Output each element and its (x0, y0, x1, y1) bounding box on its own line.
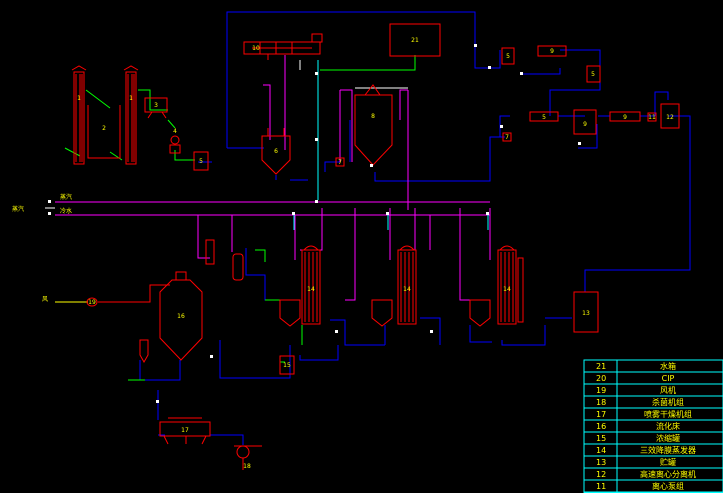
unit-5d (529, 111, 559, 122)
unit-5c (586, 65, 601, 83)
label-8: 8 (371, 113, 375, 120)
label-7a: 7 (338, 159, 342, 166)
fluid-bed-17 (159, 417, 211, 445)
preheater-b (232, 253, 244, 281)
label-line-b: 冷水 (60, 207, 72, 215)
line-labels: 蒸汽 蒸汽 冷水 风 (12, 193, 72, 303)
equipment-numbers: 1 1 2 3 4 5 6 7 7 8 10 21 5 9 5 5 9 9 11… (77, 37, 674, 470)
legend-row-number: 17 (596, 410, 606, 419)
legend-row-name: 风机 (660, 385, 676, 395)
legend-row-number: 12 (596, 470, 606, 479)
legend-row-number: 11 (596, 482, 606, 491)
label-6: 6 (274, 148, 278, 155)
label-3: 3 (154, 102, 158, 109)
label-9c: 9 (623, 114, 627, 121)
evaporator-14b (371, 245, 417, 327)
label-steam-in: 蒸汽 (12, 205, 24, 213)
feeder-3 (144, 97, 168, 119)
mixer-10 (243, 33, 323, 60)
label-17: 17 (181, 427, 189, 434)
concentrate-tank-15 (279, 355, 295, 375)
product-pipelines (64, 55, 489, 381)
tank-5 (193, 151, 209, 171)
pump-7b (502, 132, 512, 142)
label-10: 10 (252, 45, 260, 52)
legend-row-number: 16 (596, 422, 606, 431)
label-2: 2 (102, 125, 106, 132)
unit-9b (573, 109, 597, 135)
legend-row-number: 13 (596, 458, 606, 467)
label-16: 16 (177, 313, 185, 320)
label-air: 风 (42, 296, 48, 303)
steam-pipelines (55, 55, 491, 301)
valves (48, 44, 581, 403)
label-5: 5 (199, 158, 203, 165)
bucket-elevator-1a (71, 65, 87, 165)
mixing-tank-6 (261, 128, 291, 175)
legend-table: 21 水箱 20 CIP 19 风机 18 杀菌机组 17 喷雾干燥机组 16 流化床 15 浓缩罐 14 三… (583, 359, 723, 493)
spray-dryer-16 (139, 271, 203, 364)
label-18: 18 (243, 463, 251, 470)
label-line-a: 蒸汽 (60, 193, 72, 201)
label-21: 21 (411, 37, 419, 44)
legend-row-name: 高速离心分离机 (640, 469, 696, 479)
storage-tank-13 (573, 291, 599, 333)
legend-row-name: 贮罐 (660, 457, 676, 467)
legend-row-name: 水箱 (660, 361, 676, 371)
legend-row-name: 三效降膜蒸发器 (640, 445, 696, 455)
label-9b: 9 (583, 121, 587, 128)
label-14a: 14 (307, 286, 315, 293)
blue-pipelines (139, 11, 691, 445)
label-7b: 7 (505, 134, 509, 141)
label-1a: 1 (77, 95, 81, 102)
unit-9c (609, 111, 641, 122)
legend-row-name: 流化床 (656, 421, 680, 431)
water-tank-21 (389, 23, 441, 57)
centrifuge-12 (660, 103, 680, 129)
label-14b: 14 (403, 286, 411, 293)
label-5b: 5 (506, 53, 510, 60)
label-11: 11 (648, 114, 656, 121)
label-9a: 9 (550, 48, 554, 55)
legend-row-number: 19 (596, 386, 606, 395)
legend-row-name: CIP (662, 374, 675, 383)
legend-row-number: 21 (596, 362, 606, 371)
legend-row-name: 离心泵组 (652, 481, 684, 491)
label-15: 15 (283, 362, 291, 369)
label-1b: 1 (129, 95, 133, 102)
sterilizer-18 (234, 445, 262, 470)
legend-row-name: 喷雾干燥机组 (644, 409, 692, 419)
label-19: 19 (88, 299, 96, 306)
unit-11 (647, 112, 657, 122)
storage-tank-2 (87, 105, 121, 159)
equipment (71, 23, 680, 470)
legend-row-number: 15 (596, 434, 606, 443)
fan-19 (86, 297, 98, 307)
legend-row-name: 杀菌机组 (652, 397, 684, 407)
label-13: 13 (582, 310, 590, 317)
unit-5b (501, 47, 515, 65)
pump-4 (169, 135, 181, 154)
evaporator-14c (469, 245, 524, 327)
label-12: 12 (666, 114, 674, 121)
legend-row-name: 浓缩罐 (656, 433, 680, 443)
legend-row-number: 14 (596, 446, 606, 455)
label-5c: 5 (591, 71, 595, 78)
air-lines (45, 60, 408, 303)
preheater-a (205, 239, 215, 265)
legend-row-number: 20 (596, 374, 606, 383)
pump-7a (335, 157, 345, 167)
legend-rows: 21 水箱 20 CIP 19 风机 18 杀菌机组 17 喷雾干燥机组 16 流化床 15 浓缩罐 14 三… (584, 361, 723, 493)
evaporator-14a (279, 245, 321, 327)
label-5d: 5 (542, 114, 546, 121)
legend-row-number: 18 (596, 398, 606, 407)
cone-tank-8 (354, 84, 393, 166)
unit-9a (537, 45, 567, 57)
bucket-elevator-1b (123, 65, 139, 165)
label-14c: 14 (503, 286, 511, 293)
label-4: 4 (173, 128, 177, 135)
